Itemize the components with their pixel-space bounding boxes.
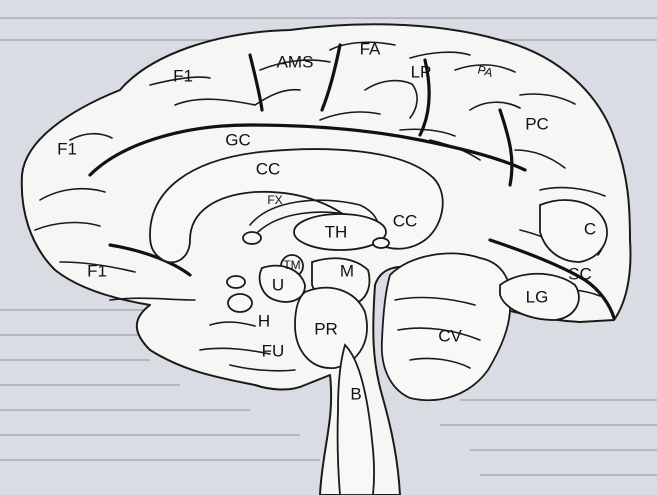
- label-fa: FA: [360, 39, 381, 58]
- label-fx: FX: [267, 193, 282, 207]
- label-ams: AMS: [277, 52, 314, 71]
- label-cc-top: CC: [256, 159, 281, 178]
- label-pc: PC: [525, 114, 549, 133]
- label-pr: PR: [314, 319, 338, 338]
- label-fu: FU: [262, 341, 285, 360]
- anterior-commissure: [243, 232, 261, 244]
- label-lg: LG: [526, 287, 549, 306]
- label-gc: GC: [225, 130, 251, 149]
- label-cc-splenium: CC: [393, 211, 418, 230]
- label-u: U: [272, 275, 284, 294]
- label-f1-left: F1: [57, 139, 77, 158]
- label-lp: LP: [411, 62, 432, 81]
- label-b: B: [350, 384, 361, 403]
- label-tm: TM: [283, 258, 300, 272]
- label-c: C: [584, 219, 596, 238]
- pineal-region: [373, 238, 389, 248]
- label-f1-top: F1: [173, 66, 193, 85]
- label-f1-bottom: F1: [87, 261, 107, 280]
- label-sc: SC: [568, 264, 592, 283]
- label-th: TH: [325, 222, 348, 241]
- pituitary: [228, 294, 252, 312]
- optic-chiasm: [227, 276, 245, 288]
- label-h: H: [258, 311, 270, 330]
- label-m: M: [340, 261, 354, 280]
- label-cv: CV: [438, 326, 462, 345]
